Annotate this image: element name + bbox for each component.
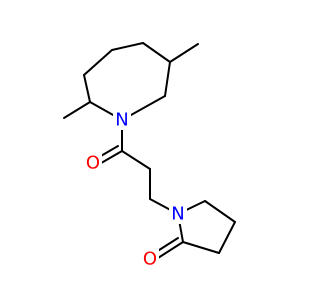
bond [142,42,171,63]
bond [157,241,184,259]
structure-canvas: N N O O [63,42,236,270]
oxygen-atom: O [143,249,157,270]
bond [182,241,220,254]
bond [164,61,171,97]
bond [83,74,91,103]
nitrogen-atom: N [115,110,128,131]
bond [204,200,236,223]
bond [121,150,151,170]
bond [155,237,179,253]
nitrogen-atom: N [171,204,184,225]
molecule-drawing: N N O O [63,42,236,270]
oxygen-atom: O [86,153,100,174]
bond [83,49,113,76]
bond [218,221,236,254]
bond [63,101,91,119]
bond [169,43,199,63]
bond [111,42,144,51]
